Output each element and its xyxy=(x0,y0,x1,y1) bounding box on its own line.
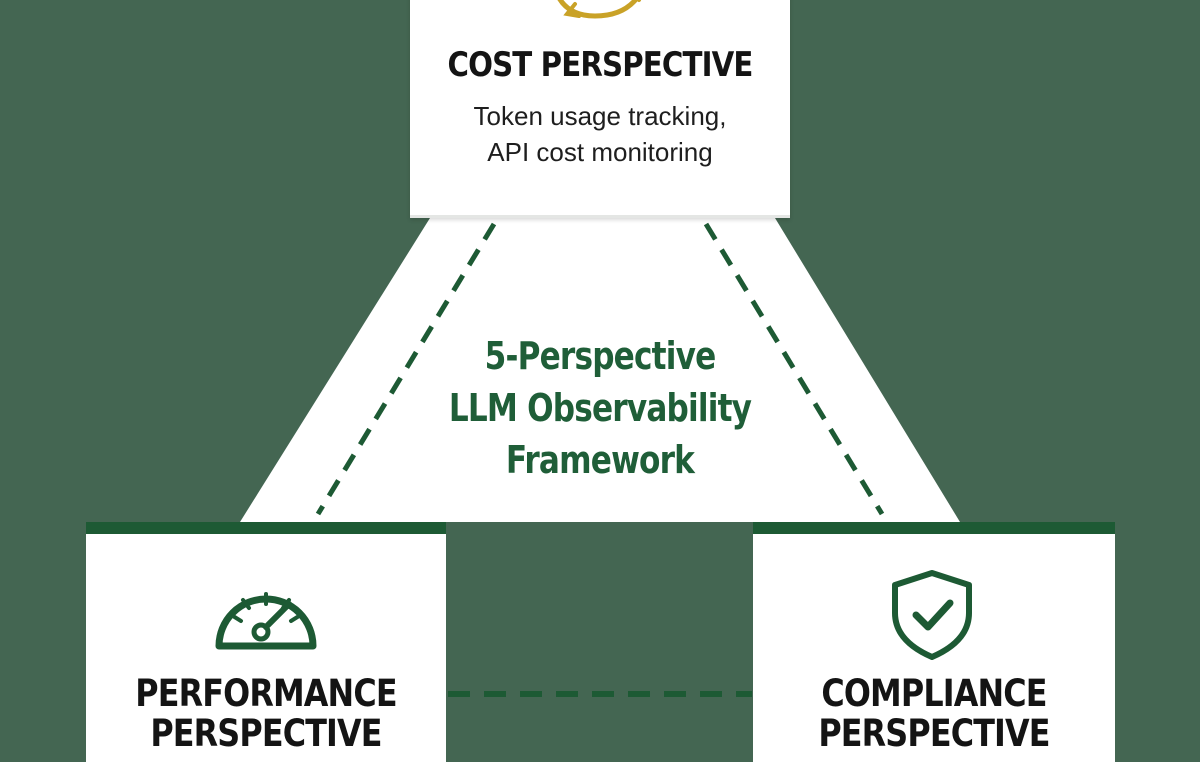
framework-title-line: Framework xyxy=(505,438,695,482)
cost-perspective-title: COST PERSPECTIVE xyxy=(447,45,753,85)
description-line: API cost monitoring xyxy=(487,137,713,167)
cost-perspective-description: Token usage tracking, API cost monitorin… xyxy=(410,98,790,170)
connector-cost-performance xyxy=(315,222,497,516)
framework-title-line: 5-Perspective xyxy=(484,334,717,378)
compliance-perspective-title: COMPLIANCE PERSPECTIVE xyxy=(778,674,1089,754)
title-line: COMPLIANCE xyxy=(821,672,1047,715)
connector-cost-compliance xyxy=(703,222,885,516)
compliance-perspective-card: COMPLIANCE PERSPECTIVE xyxy=(753,522,1115,762)
title-line: PERSPECTIVE xyxy=(150,712,382,755)
title-line: PERFORMANCE xyxy=(135,672,397,715)
framework-title-line: LLM Observability xyxy=(448,386,752,430)
shield-check-icon xyxy=(892,570,972,660)
title-line: PERSPECTIVE xyxy=(818,712,1050,755)
performance-perspective-card: PERFORMANCE PERSPECTIVE xyxy=(86,522,446,762)
speedometer-icon xyxy=(215,592,317,650)
performance-perspective-title: PERFORMANCE PERSPECTIVE xyxy=(111,674,421,754)
cost-perspective-card: COST PERSPECTIVE Token usage tracking, A… xyxy=(410,0,790,218)
central-triangle-panel xyxy=(240,218,960,522)
framework-title: 5-Perspective LLM Observability Framewor… xyxy=(436,330,764,486)
description-line: Token usage tracking, xyxy=(473,101,727,131)
refresh-cycle-icon xyxy=(557,0,641,19)
